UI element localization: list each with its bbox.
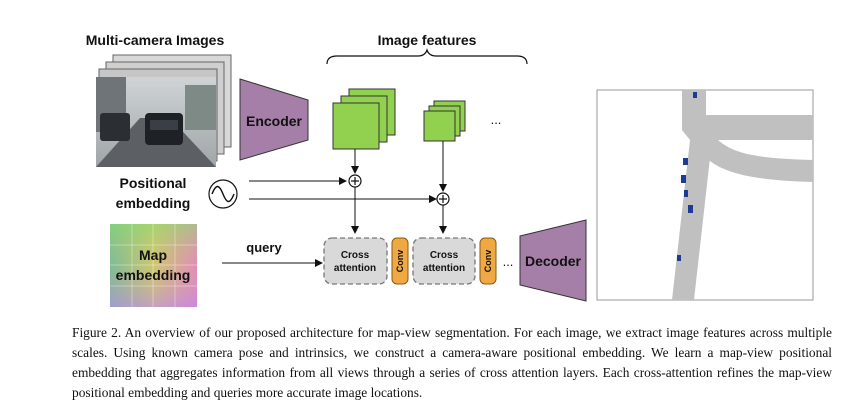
encoder-block: Encoder <box>239 78 309 161</box>
cross-attention-2-line2: attention <box>423 263 465 274</box>
camera-images-stack <box>96 54 232 167</box>
conv-block-2: Conv <box>479 237 497 285</box>
image-features-title: Image features <box>378 32 477 48</box>
conv-block-1: Conv <box>391 237 409 285</box>
camera-photo <box>96 77 216 167</box>
map-label-line1: Map <box>139 247 167 263</box>
sine-wave-icon <box>208 179 238 209</box>
positional-label-line2: embedding <box>116 195 191 211</box>
encoder-label: Encoder <box>246 113 303 129</box>
bev-segmentation-output <box>596 89 814 301</box>
decoder-label: Decoder <box>525 253 582 269</box>
conv-2-label: Conv <box>483 250 493 273</box>
attention-ellipsis: ... <box>503 254 514 269</box>
feature-map-stack-small <box>423 100 466 142</box>
image-features-brace <box>326 48 528 65</box>
add-node-1 <box>348 174 362 188</box>
add-node-2 <box>436 192 450 206</box>
conv-1-label: Conv <box>395 250 405 273</box>
query-label: query <box>246 240 282 255</box>
cross-attention-block-2: Cross attention <box>412 237 476 285</box>
cross-attention-2-line1: Cross <box>430 250 459 261</box>
cross-attention-1-line2: attention <box>334 263 376 274</box>
multi-camera-title: Multi-camera Images <box>86 32 225 48</box>
positional-label-line1: Positional <box>120 175 187 191</box>
map-label-line2: embedding <box>116 267 191 283</box>
figure-caption: Figure 2. An overview of our proposed ar… <box>72 325 832 400</box>
cross-attention-1-line1: Cross <box>341 250 370 261</box>
features-ellipsis: ... <box>491 112 502 127</box>
architecture-diagram: Multi-camera Images Encoder Image featur… <box>86 32 814 307</box>
decoder-block: Decoder <box>519 219 587 302</box>
feature-map-stack-large <box>332 88 396 150</box>
map-embedding-block: Map embedding <box>110 224 197 307</box>
cross-attention-block-1: Cross attention <box>323 237 388 285</box>
